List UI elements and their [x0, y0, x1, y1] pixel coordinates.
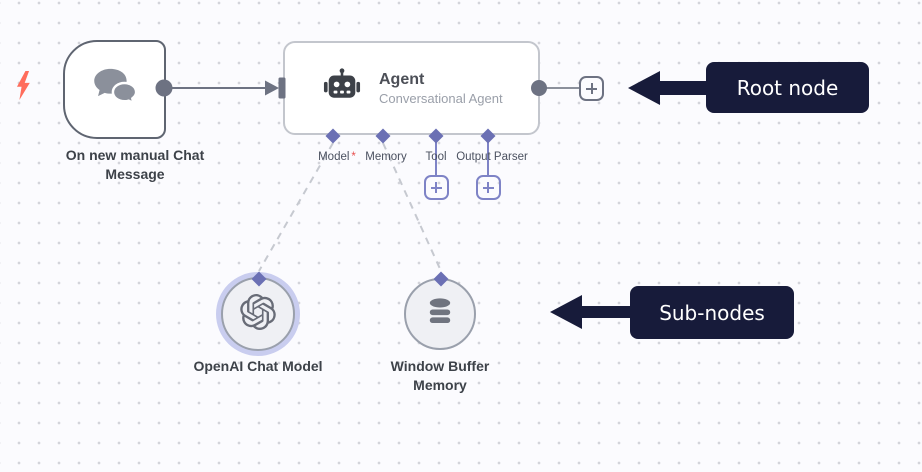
sub-nodes-arrow-icon	[548, 292, 630, 337]
port-label-tool: Tool	[425, 151, 447, 163]
port-label-memory: Memory	[365, 151, 407, 163]
trigger-bolt-icon	[15, 71, 32, 105]
sub-nodes-annotation: Sub-nodes	[630, 286, 794, 339]
required-marker: *	[351, 151, 356, 163]
add-output-parser-button[interactable]	[475, 175, 501, 200]
add-tool-button[interactable]	[423, 175, 449, 200]
port-label-output-parser: Output Parser	[456, 151, 528, 163]
openai-logo-icon	[240, 293, 276, 335]
openai-chat-model-node[interactable]	[221, 277, 295, 351]
connection-arrowhead-icon	[265, 80, 279, 96]
root-node-arrow-icon	[626, 68, 706, 113]
root-node-annotation: Root node	[706, 62, 869, 113]
agent-node[interactable]: Agent Conversational Agent	[283, 41, 540, 135]
openai-node-label: OpenAI Chat Model	[193, 358, 323, 374]
chat-trigger-node[interactable]	[63, 40, 166, 139]
agent-node-title: Agent	[379, 70, 425, 88]
window-buffer-node-label: Window Buffer Memory	[390, 358, 490, 393]
port-label-model: Model*	[318, 151, 356, 163]
add-node-button[interactable]	[579, 76, 604, 101]
chat-bubbles-icon	[92, 67, 138, 112]
agent-node-subtitle: Conversational Agent	[379, 90, 503, 106]
window-buffer-memory-node[interactable]	[404, 278, 476, 350]
trigger-node-label: On new manual Chat Message	[65, 147, 205, 182]
database-icon	[423, 295, 457, 334]
robot-icon	[323, 67, 361, 110]
